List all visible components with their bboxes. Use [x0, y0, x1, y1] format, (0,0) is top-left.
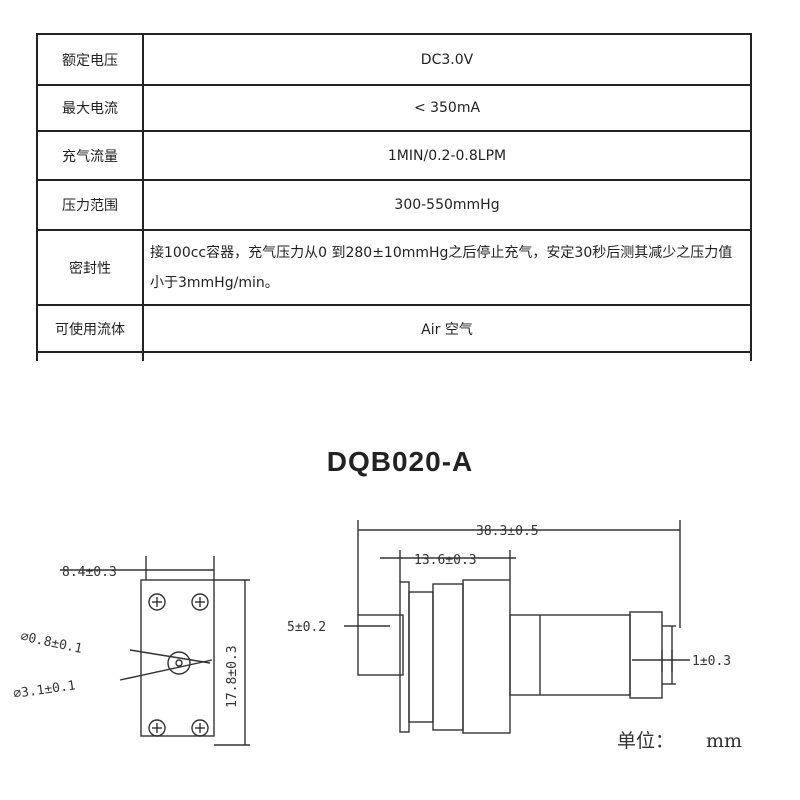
dim-height-label: 17.8±0.3 [225, 645, 240, 708]
row-label: 最大电流 [36, 84, 144, 132]
dim-terminal-label: 1±0.3 [692, 654, 731, 669]
motor-cap [629, 611, 663, 699]
row-value: Air 空气 [142, 304, 752, 353]
table-row: 充气流量 1MIN/0.2-0.8LPM [36, 130, 752, 181]
unit-label: 单位： [617, 730, 674, 752]
table-row: 最大电流 < 350mA [36, 84, 752, 132]
nozzle-inner [175, 659, 183, 667]
dim-hole-outer-label: ⌀3.1±0.1 [12, 678, 76, 702]
screw-icon [191, 593, 209, 611]
dim-nozzle-label: 5±0.2 [287, 620, 326, 635]
table-cut-mask [0, 362, 800, 402]
pump-plate [408, 591, 434, 723]
dim-width-label: 8.4±0.3 [62, 565, 117, 580]
dim-total-length-label: 38.3±0.5 [476, 524, 539, 539]
technical-drawing: 8.4±0.3 17.8±0.3 ⌀0.8±0.1 ⌀3.1±0.1 38.3±… [12, 520, 742, 752]
row-label: 充气流量 [36, 130, 144, 181]
row-value: 300-550mmHg [142, 179, 752, 231]
end-view-body [140, 579, 215, 737]
model-title: DQB020-A [326, 446, 474, 477]
motor-body [509, 614, 631, 696]
unit-value: mm [706, 730, 742, 752]
table-row: 可使用流体 Air 空气 [36, 304, 752, 353]
row-value: DC3.0V [142, 33, 752, 86]
spec-table: 额定电压 DC3.0V 最大电流 < 350mA 充气流量 1MIN/0.2-0… [36, 33, 752, 361]
pump-plate [399, 581, 410, 733]
dim-pump-length-label: 13.6±0.3 [414, 553, 477, 568]
row-label: 压力范围 [36, 179, 144, 231]
nozzle-side [357, 614, 404, 676]
row-label: 可使用流体 [36, 304, 144, 353]
table-row [36, 351, 752, 361]
row-value: 1MIN/0.2-0.8LPM [142, 130, 752, 181]
table-row: 额定电压 DC3.0V [36, 33, 752, 86]
table-row: 压力范围 300-550mmHg [36, 179, 752, 231]
dim-hole-inner-label: ⌀0.8±0.1 [19, 629, 83, 657]
screw-icon [148, 719, 166, 737]
pump-plate [432, 583, 464, 731]
table-row: 密封性 接100cc容器，充气压力从0 到280±10mmHg之后停止充气，安定… [36, 229, 752, 306]
pump-body [462, 579, 511, 734]
nozzle-outer [167, 651, 191, 675]
row-label: 额定电压 [36, 33, 144, 86]
screw-icon [191, 719, 209, 737]
row-label: 密封性 [36, 229, 144, 306]
row-value: < 350mA [142, 84, 752, 132]
screw-icon [148, 593, 166, 611]
row-value: 接100cc容器，充气压力从0 到280±10mmHg之后停止充气，安定30秒后… [142, 229, 752, 306]
